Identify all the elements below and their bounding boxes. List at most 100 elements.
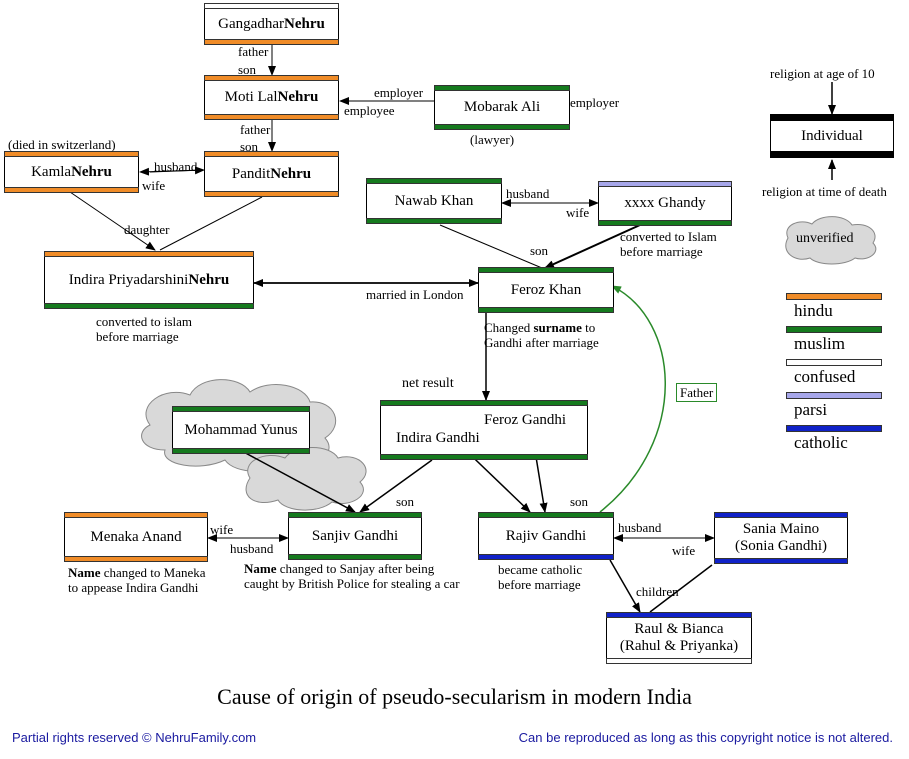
- person-name: Rajiv Gandhi: [505, 527, 587, 544]
- person-box: Gangadhar Nehru: [204, 9, 339, 39]
- person-box: Sanjiv Gandhi: [288, 518, 422, 554]
- note-sanjiv: Name changed to Sanjay after being caugh…: [244, 561, 460, 591]
- person-box: Mobarak Ali: [434, 91, 570, 124]
- edge-ghandy-feroz: [544, 224, 641, 269]
- label-husband-3: husband: [230, 541, 274, 556]
- religion-bar-bottom: [204, 39, 339, 45]
- religion-bar-bottom: [606, 658, 752, 664]
- note-sanjiv-text: changed to Sanjay after being caught by …: [244, 561, 460, 591]
- legend-swatch-confused: [786, 359, 882, 366]
- person-box: Feroz Khan: [478, 273, 614, 307]
- person-box: Pandit Nehru: [204, 157, 339, 191]
- label-husband-4: husband: [618, 520, 662, 535]
- person-sanjiv: Sanjiv Gandhi: [288, 512, 422, 560]
- religion-bar-bottom: [434, 124, 570, 130]
- label-employee: employee: [344, 103, 395, 118]
- person-gangadhar: Gangadhar Nehru: [204, 3, 339, 45]
- religion-bar-bottom: [380, 454, 588, 460]
- label-married-london: married in London: [366, 287, 464, 302]
- person-name: Feroz Khan: [510, 281, 582, 298]
- note-converted-ghandy: converted to Islam before marriage: [620, 229, 717, 259]
- person-name: Sania Maino (Sonia Gandhi): [734, 521, 828, 554]
- person-rajiv: Rajiv Gandhi: [478, 512, 614, 560]
- legend-unverified: unverified: [796, 231, 854, 246]
- person-box: [380, 406, 588, 454]
- person-surname: Nehru: [71, 163, 112, 180]
- label-son-4: son: [396, 494, 415, 509]
- person-name: Raul & Bianca (Rahul & Priyanka): [619, 621, 739, 654]
- label-father-1: father: [238, 44, 269, 59]
- person-box: Kamla Nehru: [4, 157, 139, 187]
- label-wife-4: wife: [672, 543, 696, 558]
- religion-bar-top: [478, 267, 614, 273]
- person-name: Moti Lal: [224, 89, 278, 105]
- person-box: Raul & Bianca (Rahul & Priyanka): [606, 618, 752, 658]
- note-menaka-text: changed to Maneka to appease Indira Gand…: [68, 565, 206, 595]
- legend-swatch-catholic: [786, 425, 882, 432]
- person-name: Nawab Khan: [394, 192, 474, 209]
- person-name: Gangadhar: [218, 15, 284, 32]
- note-converted-indira: converted to islam before marriage: [96, 314, 193, 344]
- religion-bar-bottom: [598, 220, 732, 226]
- label-employer-right: employer: [570, 95, 620, 110]
- legend-label-catholic: catholic: [794, 433, 848, 452]
- person-box: Rajiv Gandhi: [478, 518, 614, 554]
- religion-bar-top: [598, 181, 732, 187]
- religion-bar-bottom: [204, 191, 339, 197]
- label-children: children: [636, 584, 679, 599]
- edge-rajiv-raul: [609, 559, 641, 613]
- legend-swatch-parsi: [786, 392, 882, 399]
- religion-bar-top: [64, 512, 208, 518]
- person-name: Indira Priyadarshini: [68, 271, 189, 288]
- couple-name-feroz: Feroz Gandhi: [484, 412, 567, 428]
- religion-bar-top: [204, 151, 339, 157]
- person-name: Pandit: [231, 165, 271, 182]
- note-menaka: Name changed to Maneka to appease Indira…: [68, 565, 206, 595]
- religion-bar-top: [606, 612, 752, 618]
- label-daughter: daughter: [124, 222, 170, 237]
- label-net-result: net result: [402, 376, 454, 391]
- person-kamla: Kamla Nehru: [4, 151, 139, 193]
- label-husband-2: husband: [506, 186, 550, 201]
- religion-bar-bottom: [478, 307, 614, 313]
- person-name: Mobarak Ali: [463, 99, 541, 115]
- note-rajiv: became catholic before marriage: [498, 562, 583, 592]
- legend-swatch-muslim: [786, 326, 882, 333]
- person-mohammad: Mohammad Yunus: [172, 406, 310, 454]
- legend-label-parsi: parsi: [794, 400, 828, 419]
- label-father-box: Father: [676, 383, 718, 402]
- label-father-2: father: [240, 122, 271, 137]
- person-feroz: Feroz Khan: [478, 267, 614, 313]
- legend-label-confused: confused: [794, 367, 856, 386]
- person-sania: Sania Maino (Sonia Gandhi): [714, 512, 848, 564]
- cloud-legend: [785, 216, 877, 265]
- footer-right: Can be reproduced as long as this copyri…: [518, 730, 893, 745]
- person-indira: Indira Priyadarshini Nehru: [44, 251, 254, 309]
- person-box: Mohammad Yunus: [172, 412, 310, 448]
- couple-name-indira: Indira Gandhi: [396, 430, 480, 446]
- religion-bar-top: [172, 406, 310, 412]
- person-name: xxxx Ghandy: [624, 195, 706, 211]
- legend-death: religion at time of death: [762, 184, 887, 199]
- religion-bar-bottom: [204, 114, 339, 120]
- person-surname: Nehru: [283, 15, 325, 32]
- person-box: Moti Lal Nehru: [204, 81, 339, 114]
- religion-bar-top: [434, 85, 570, 91]
- label-son-3: son: [530, 243, 549, 258]
- label-son-5: son: [570, 494, 589, 509]
- edge-couple-sanjiv: [359, 459, 433, 513]
- religion-bar-top: [204, 75, 339, 81]
- person-box: Menaka Anand: [64, 518, 208, 556]
- label-employer-left: employer: [374, 85, 424, 100]
- legend-individual-label: Individual: [801, 127, 863, 144]
- religion-bar-bottom: [366, 218, 502, 224]
- religion-bar-top: [288, 512, 422, 518]
- religion-bar-bottom: [288, 554, 422, 560]
- label-son-1: son: [238, 62, 257, 77]
- footer-left: Partial rights reserved © NehruFamily.co…: [12, 730, 257, 745]
- religion-bar-top: [44, 251, 254, 257]
- religion-bar-bottom: [478, 554, 614, 560]
- religion-bar-top: [204, 3, 339, 9]
- page-title: Cause of origin of pseudo-secularism in …: [217, 684, 692, 709]
